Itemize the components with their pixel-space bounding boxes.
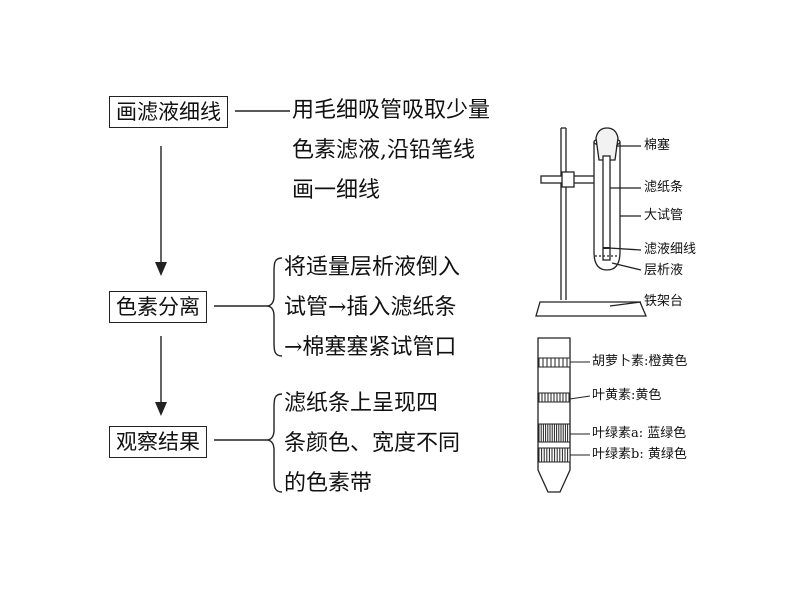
band-pigment: 叶绿素a (592, 426, 639, 441)
pigment-bands (537, 357, 571, 463)
step-desc-draw-line: 用毛细吸管吸取少量 色素滤液,沿铅笔线 画一细线 (292, 91, 490, 211)
desc-line: 用毛细吸管吸取少量 (292, 98, 491, 123)
stand-base (535, 301, 647, 317)
label-iron-stand: 铁架台 (644, 294, 684, 309)
label-filtrate-line: 滤液细线 (644, 242, 697, 257)
leader-line (611, 262, 642, 271)
band-color: 蓝绿色 (647, 426, 687, 441)
band-label-chlorophyll-b: 叶绿素b: 黄绿色 (592, 447, 687, 462)
band-label-xanthophyll: 叶黄素:黄色 (592, 388, 662, 403)
filter-paper-strip (602, 155, 611, 261)
label-test-tube: 大试管 (644, 208, 684, 223)
band-label-chlorophyll-a: 叶绿素a: 蓝绿色 (592, 426, 687, 441)
label-solvent: 层析液 (644, 263, 684, 278)
band-chlorophyll-b (537, 447, 571, 463)
step-desc-separation: 将适量层析液倒入 试管→插入滤纸条 →棉塞塞紧试管口 (284, 248, 460, 368)
desc-line: 的色素带 (284, 471, 373, 496)
leader-line (609, 301, 642, 307)
band-pigment: 胡萝卜素 (592, 354, 645, 369)
desc-line: 试管→插入滤纸条 (284, 295, 457, 320)
desc-line: →棉塞塞紧试管口 (284, 335, 457, 360)
step-box-draw-line: 画滤液细线 (109, 96, 228, 128)
band-chlorophyll-a (537, 423, 571, 443)
arrow-head-down-icon (155, 262, 167, 276)
step-box-observe: 观察结果 (109, 426, 207, 458)
band-color: 黄色 (635, 388, 662, 403)
step-box-separation: 色素分离 (109, 291, 207, 323)
desc-line: 条颜色、宽度不同 (284, 431, 461, 456)
leader-line (608, 247, 642, 251)
band-color: 黄绿色 (647, 447, 687, 462)
brace-3 (267, 393, 283, 493)
arrow-head-down-icon (155, 402, 167, 416)
label-filter-strip: 滤纸条 (644, 180, 684, 195)
band-pigment: 叶绿素b (592, 447, 640, 462)
cotton-plug (595, 127, 619, 161)
band-pigment: 叶黄素 (592, 388, 632, 403)
desc-line: 画一细线 (292, 178, 381, 203)
band-label-carotene: 胡萝卜素:橙黄色 (592, 354, 688, 369)
step-desc-observe: 滤纸条上呈现四 条颜色、宽度不同 的色素带 (284, 384, 460, 504)
band-carotene (537, 357, 571, 368)
band-xanthophyll (537, 392, 571, 403)
leader-line (569, 395, 591, 400)
brace-2 (267, 257, 283, 357)
desc-line: 色素滤液,沿铅笔线 (292, 138, 475, 163)
desc-line: 将适量层析液倒入 (284, 255, 461, 280)
label-cotton-plug: 棉塞 (644, 138, 671, 153)
desc-line: 滤纸条上呈现四 (284, 391, 439, 416)
band-color: 橙黄色 (648, 354, 688, 369)
